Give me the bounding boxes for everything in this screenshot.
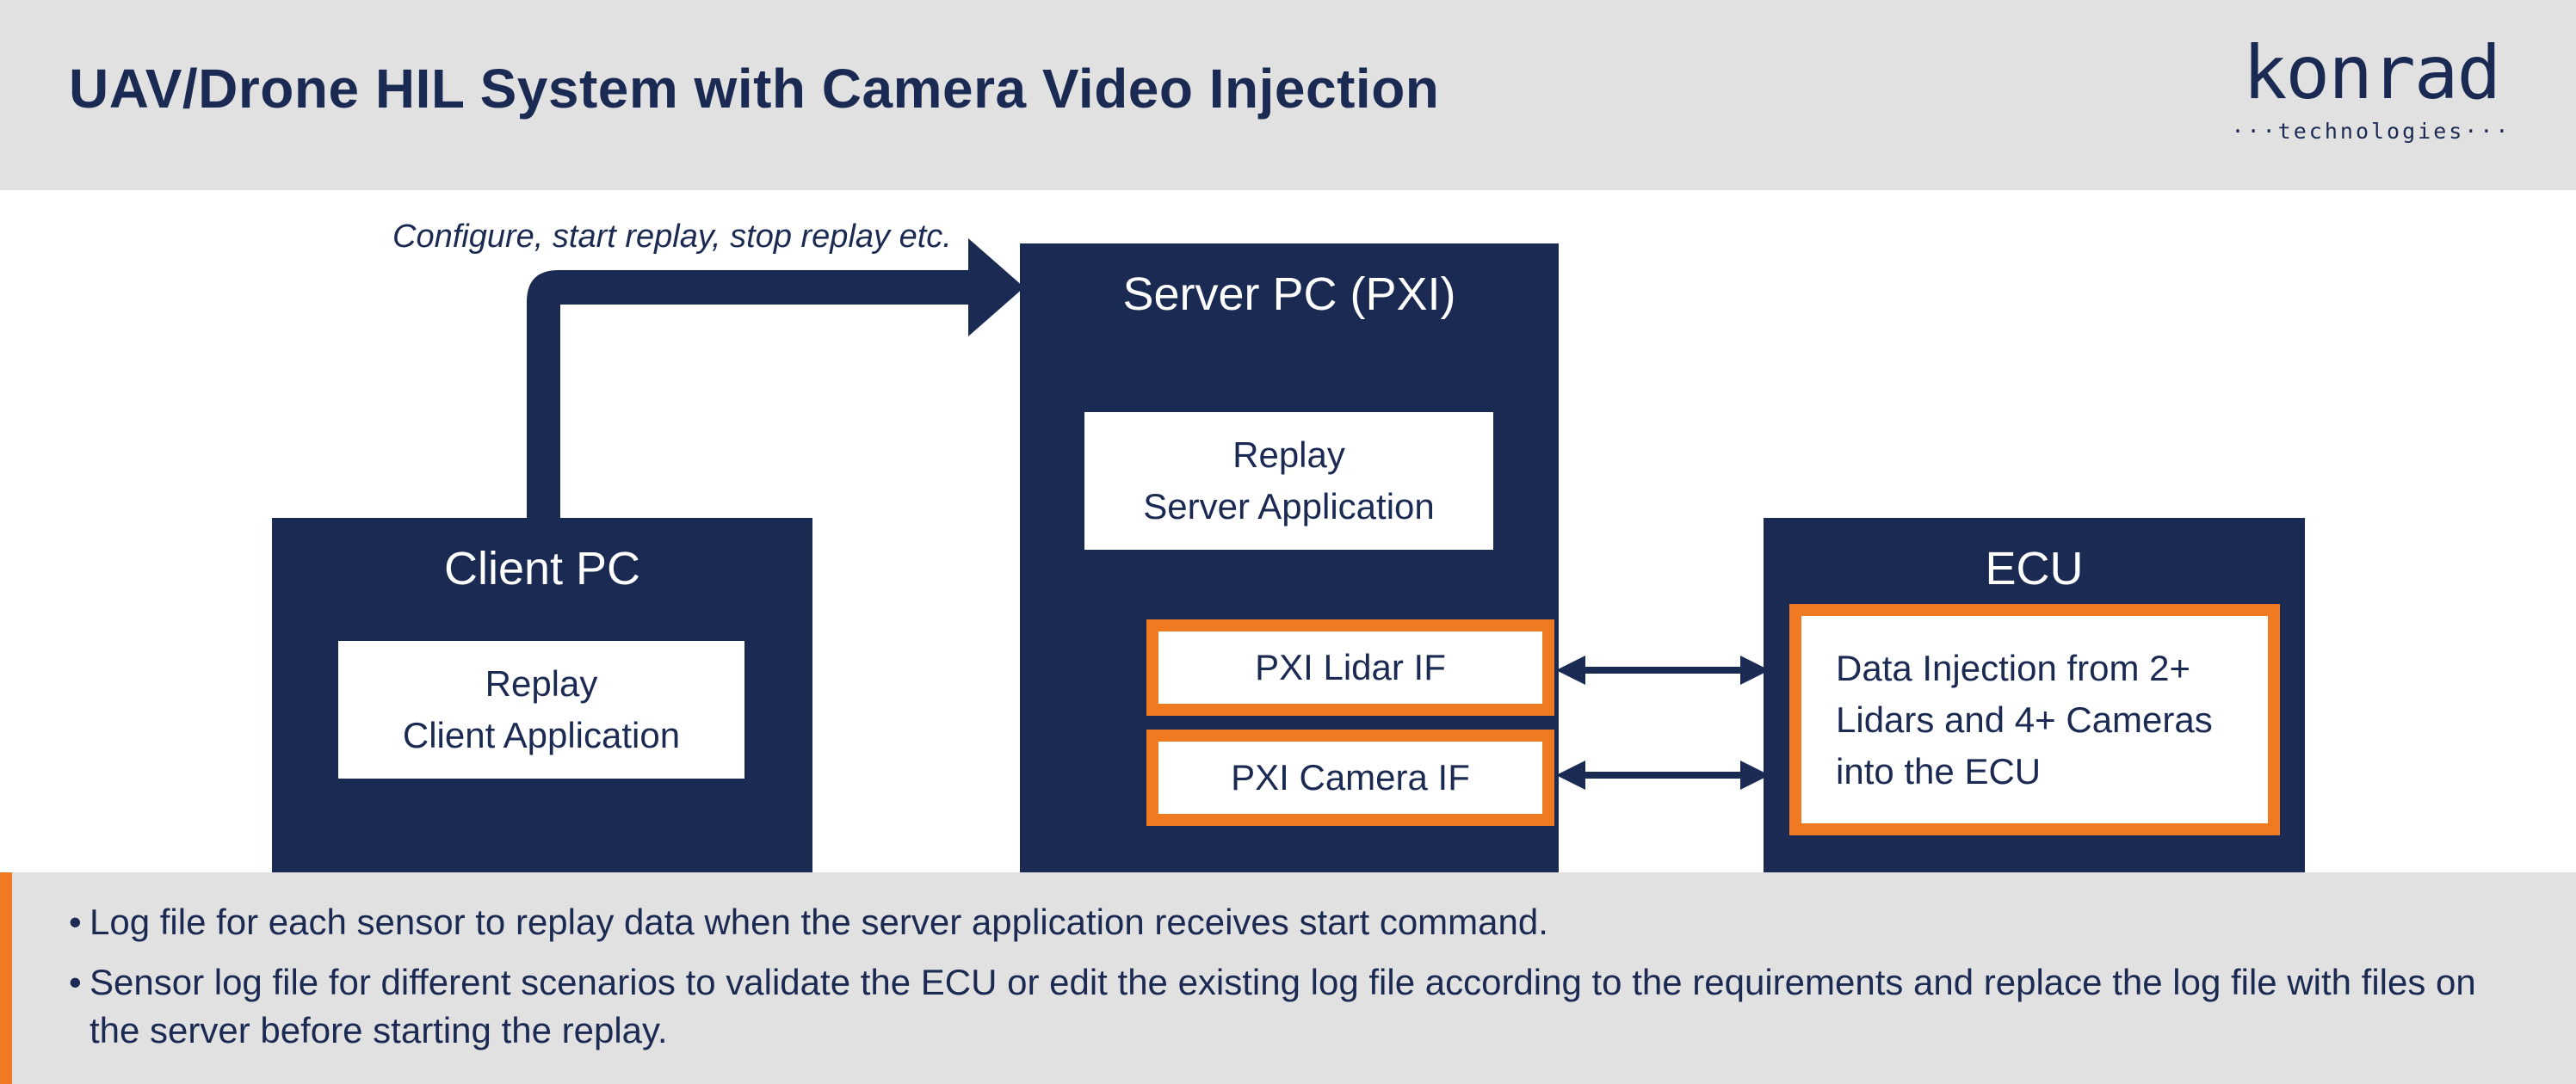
lidar-link-arrow: [1556, 656, 1770, 685]
page-title: UAV/Drone HIL System with Camera Video I…: [69, 58, 1440, 120]
command-arrow-label: Configure, start replay, stop replay etc…: [392, 219, 952, 255]
server-pc-title: Server PC (PXI): [1122, 268, 1456, 320]
pxi-lidar-if-box: PXI Lidar IF: [1146, 619, 1554, 716]
header-bar: UAV/Drone HIL System with Camera Video I…: [0, 0, 2576, 190]
client-app-line1: Replay: [485, 663, 598, 704]
konrad-logo: konrad ···technologies···: [2229, 34, 2522, 155]
logo-subtitle: ···technologies···: [2231, 119, 2511, 144]
server-app-line1: Replay: [1232, 434, 1345, 475]
bullet-item: • Sensor log file for different scenario…: [69, 958, 2530, 1055]
bullet-text: Sensor log file for different scenarios …: [90, 962, 2476, 1050]
data-injection-box: Data Injection from 2+ Lidars and 4+ Cam…: [1789, 604, 2280, 835]
bullet-marker: •: [69, 962, 82, 1002]
replay-server-app-box: Replay Server Application: [1084, 412, 1493, 550]
footer-accent-bar: [0, 872, 12, 1084]
architecture-diagram: Configure, start replay, stop replay etc…: [0, 190, 2576, 872]
ecu-text-line3: into the ECU: [1836, 750, 2042, 791]
client-pc-box: Client PC Replay Client Application: [272, 518, 812, 872]
diagram-connectors: [527, 238, 1770, 790]
ecu-text-line1: Data Injection from 2+: [1836, 647, 2191, 688]
client-app-line2: Client Application: [402, 715, 681, 755]
bullet-text: Log file for each sensor to replay data …: [90, 902, 1548, 942]
command-arrow-shaft: [527, 270, 971, 519]
logo-wordmark: konrad: [2242, 30, 2502, 116]
server-app-line2: Server Application: [1143, 486, 1435, 527]
command-arrow-head: [968, 238, 1024, 336]
camera-link-arrow: [1556, 761, 1770, 790]
pxi-camera-if-box: PXI Camera IF: [1146, 730, 1554, 826]
bullet-item: • Log file for each sensor to replay dat…: [69, 898, 2530, 946]
server-pc-box: Server PC (PXI) Replay Server Applicatio…: [1020, 243, 1559, 872]
replay-client-app-box: Replay Client Application: [338, 641, 744, 779]
bullet-marker: •: [69, 902, 82, 942]
pxi-camera-if-label: PXI Camera IF: [1231, 757, 1470, 798]
pxi-lidar-if-label: PXI Lidar IF: [1255, 647, 1446, 687]
ecu-box: ECU Data Injection from 2+ Lidars and 4+…: [1764, 518, 2305, 872]
bullet-list: • Log file for each sensor to replay dat…: [69, 898, 2530, 1067]
client-pc-title: Client PC: [443, 543, 641, 594]
ecu-title: ECU: [1985, 543, 2084, 594]
footer-notes: • Log file for each sensor to replay dat…: [0, 872, 2576, 1084]
ecu-text-line2: Lidars and 4+ Cameras: [1836, 699, 2213, 740]
